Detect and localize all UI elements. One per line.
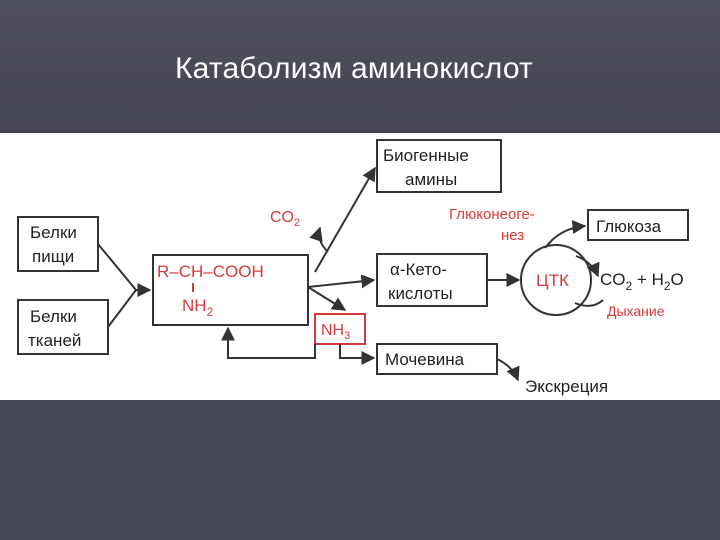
biogenic-amines-label-1: Биогенные <box>383 146 469 165</box>
title-band <box>0 0 720 133</box>
tissue-proteins-box <box>17 299 109 355</box>
biogenic-amines-box <box>376 139 502 193</box>
gluconeogenesis-label-1: Глюконеоге- <box>449 206 535 223</box>
gluconeogenesis-label-2: нез <box>501 227 524 244</box>
keto-acids-label-1: α-Кето- <box>390 260 447 279</box>
nh3-label: NH3 <box>321 322 350 342</box>
urea-box <box>376 343 498 375</box>
slide-title: Катаболизм аминокислот <box>175 52 533 85</box>
glucose-box <box>587 209 689 241</box>
food-proteins-label-1: Белки <box>30 223 77 242</box>
amino-group: NH2 <box>182 296 214 319</box>
products-label: CO2 + H2O <box>600 270 684 293</box>
keto-acids-label-2: кислоты <box>388 284 453 303</box>
keto-acids-box <box>376 253 488 307</box>
pathway-arrows <box>97 166 604 382</box>
amino-acid-formula: R–CH–COOH <box>157 262 264 281</box>
urea-label: Мочевина <box>385 350 465 369</box>
tca-cycle-circle <box>520 244 592 316</box>
tca-label: ЦТК <box>536 271 569 290</box>
tissue-proteins-label-2: тканей <box>28 331 81 350</box>
bottom-band <box>0 400 720 540</box>
glucose-label: Глюкоза <box>596 217 662 236</box>
respiration-label: Дыхание <box>607 303 665 319</box>
amino-acid-box <box>152 254 309 326</box>
diagram-panel <box>0 133 720 400</box>
tissue-proteins-label-1: Белки <box>30 307 77 326</box>
biogenic-amines-label-2: амины <box>405 170 457 189</box>
food-proteins-label-2: пищи <box>32 247 74 266</box>
food-proteins-box <box>17 216 99 272</box>
excretion-label: Экскреция <box>525 377 608 396</box>
co2-left-label: CO2 <box>270 209 300 229</box>
